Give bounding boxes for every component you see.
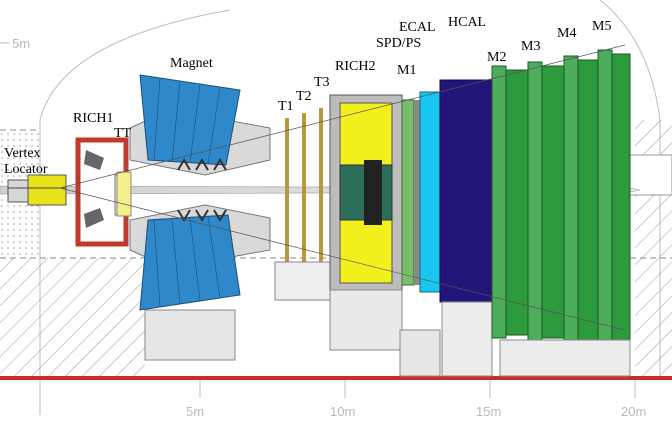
tt-station — [116, 171, 132, 217]
label-spd-ps: SPD/PS — [376, 36, 421, 51]
ecal — [399, 91, 441, 377]
label-magnet: Magnet — [170, 56, 213, 71]
label-rich1: RICH1 — [73, 111, 113, 126]
label-rich2: RICH2 — [335, 59, 375, 74]
label-tt: TT — [114, 126, 132, 141]
label-t1: T1 — [278, 99, 294, 114]
scale-tick-20m: 20m — [621, 404, 646, 419]
label-t3: T3 — [314, 75, 330, 90]
m1 — [401, 99, 415, 286]
hcal — [439, 79, 493, 377]
label-t2: T2 — [296, 89, 312, 104]
rich1 — [75, 137, 129, 247]
label-m4: M4 — [557, 26, 576, 41]
scale-tick-10m: 10m — [330, 404, 355, 419]
scale-tick-15m: 15m — [476, 404, 501, 419]
rich2 — [329, 94, 403, 351]
scale-tick-5m: 5m — [186, 404, 204, 419]
label-m2: M2 — [487, 50, 506, 65]
vertex-locator — [7, 174, 67, 206]
muon-stations — [491, 49, 631, 377]
tracking-stations — [274, 108, 331, 301]
label-hcal: HCAL — [448, 15, 486, 30]
label-vertex-locator-1: Vertex — [4, 146, 41, 161]
label-vertex-locator-2: Locator — [4, 162, 48, 177]
label-m1: M1 — [397, 63, 416, 78]
magnet — [129, 74, 271, 361]
label-m3: M3 — [521, 39, 540, 54]
scale-vertical-5m: 5m — [12, 36, 30, 51]
scale-ticks — [199, 380, 636, 398]
hatched-walls — [0, 120, 672, 378]
acceptance-lines — [59, 44, 626, 331]
floor-line — [0, 376, 672, 380]
label-ecal: ECAL — [399, 20, 436, 35]
label-m5: M5 — [592, 19, 611, 34]
